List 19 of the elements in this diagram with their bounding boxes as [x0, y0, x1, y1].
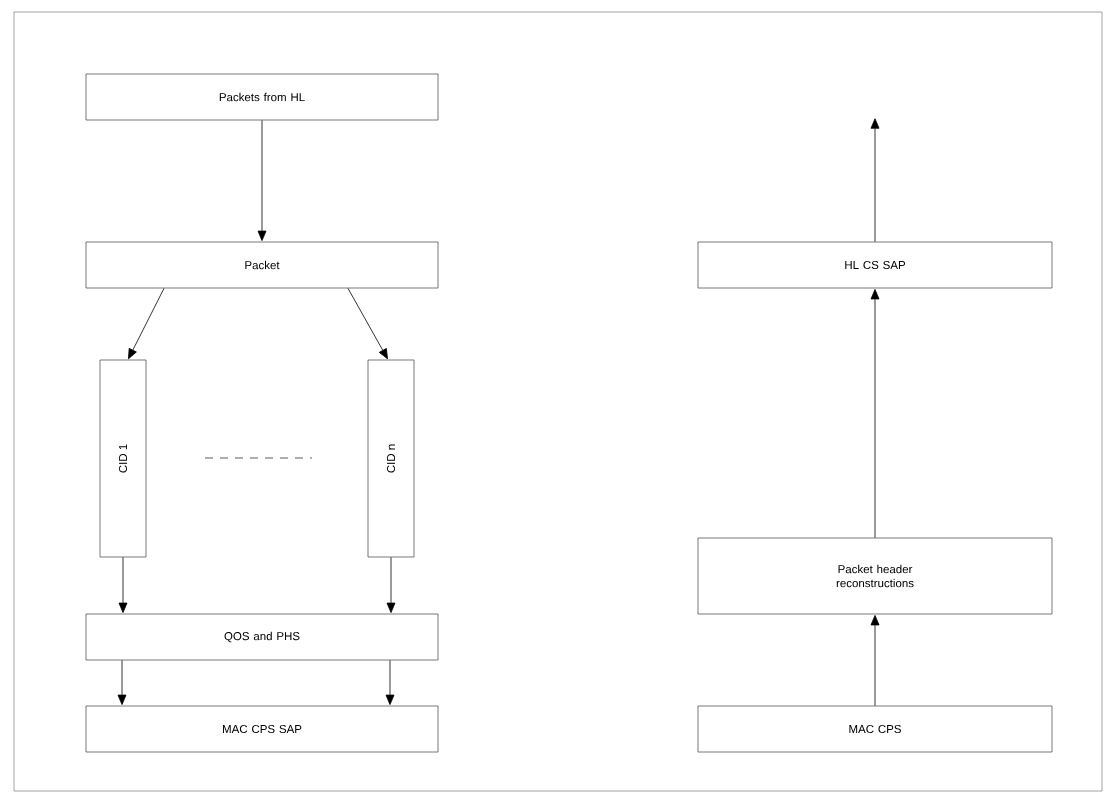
process-box: Packet: [85, 241, 439, 289]
queue-bar: CID 1: [99, 359, 147, 558]
arrow: [870, 118, 880, 243]
queue-bar: CID n: [367, 359, 415, 558]
process-box: Packet header reconstructions: [697, 537, 1053, 615]
process-box: MAC CPS: [697, 705, 1053, 753]
arrow: [870, 289, 880, 539]
arrow: [118, 556, 128, 613]
arrow: [117, 659, 127, 705]
process-box: MAC CPS SAP: [85, 705, 439, 753]
arrow: [257, 119, 267, 241]
arrow: [128, 287, 165, 360]
arrow: [347, 287, 388, 360]
process-box: HL CS SAP: [697, 241, 1053, 289]
arrow: [386, 556, 396, 613]
process-box: QOS and PHS: [85, 613, 439, 661]
arrow: [385, 659, 395, 705]
arrow: [870, 615, 880, 707]
process-box: Packets from HL: [85, 73, 439, 121]
